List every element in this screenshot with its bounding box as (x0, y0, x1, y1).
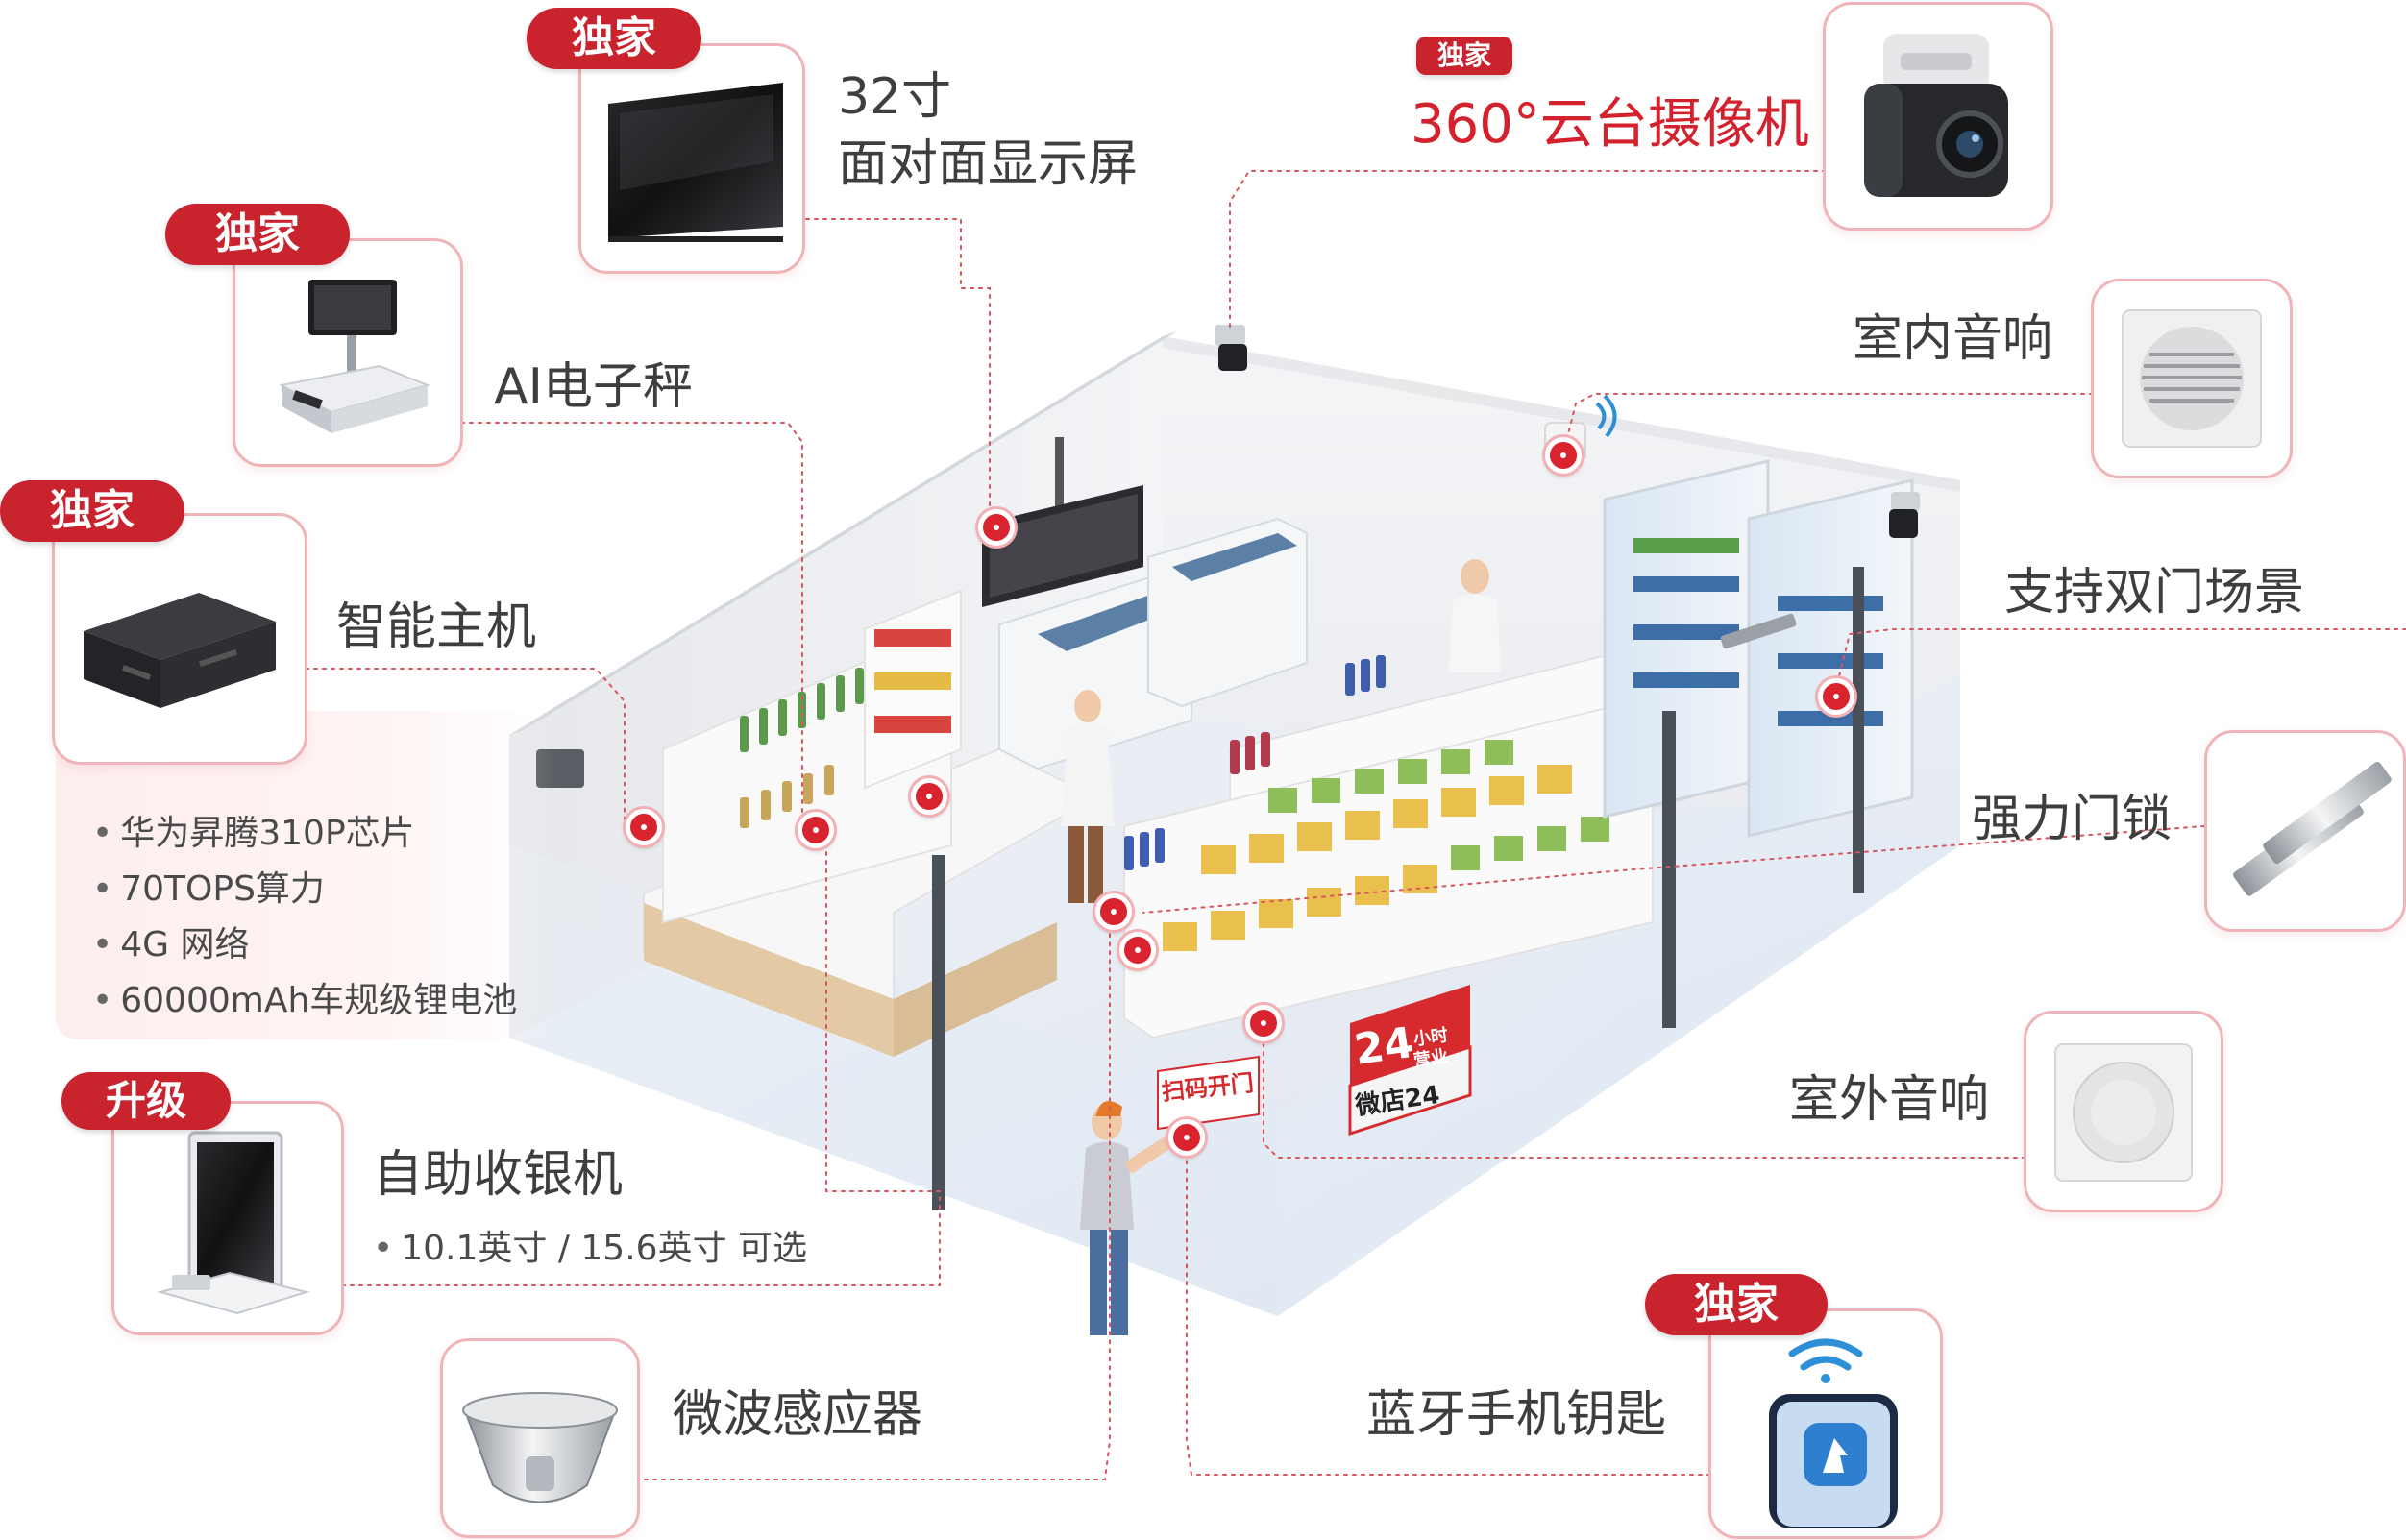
bluetooth-phone-icon (1769, 1338, 1898, 1528)
display-label-line1: 32寸 (838, 68, 952, 126)
host-box-icon (84, 593, 276, 708)
pos-label: 自助收银机 (373, 1146, 624, 1204)
door-lock-label: 强力门锁 (1972, 791, 2173, 848)
door-lock-card[interactable] (2204, 730, 2406, 932)
host-label: 智能主机 (336, 599, 537, 656)
host-spec-1: •华为昇腾310P芯片 (92, 814, 415, 853)
microwave-card[interactable] (440, 1338, 640, 1538)
indoor-speaker-icon (2122, 309, 2262, 448)
pos-badge: 升级 (61, 1072, 231, 1130)
camera-badge: 独家 (1416, 37, 1512, 75)
sign-24-text1: 小时 (1412, 1025, 1450, 1050)
connector-lines (305, 170, 2406, 1480)
host-card[interactable] (52, 513, 307, 765)
sign-24-text2: 营业 (1412, 1045, 1450, 1071)
host-spec-3: •4G 网络 (92, 925, 250, 965)
bluetooth-label: 蓝牙手机钥匙 (1366, 1386, 1667, 1444)
scale-badge: 独家 (165, 204, 350, 265)
hotspot-outdoor-speaker[interactable] (1245, 1005, 1282, 1041)
microwave-sensor-icon (462, 1392, 618, 1503)
hotspot-microwave[interactable] (1095, 893, 1132, 930)
ai-scale-icon (279, 280, 431, 433)
camera-label: 360°云台摄像机 (1411, 93, 1809, 156)
outdoor-speaker-label: 室外音响 (1789, 1071, 1990, 1129)
display-label-line2: 面对面显示屏 (838, 135, 1139, 193)
host-badge: 独家 (0, 480, 184, 542)
display-card[interactable] (578, 43, 805, 274)
host-spec-2: •70TOPS算力 (92, 869, 325, 909)
hotspot-camera[interactable] (1545, 437, 1582, 474)
hotspot-bluetooth[interactable] (1168, 1119, 1205, 1156)
microwave-label: 微波感应器 (673, 1386, 923, 1444)
sign-24-number: 24 (1351, 1018, 1416, 1075)
tv-display-icon (608, 83, 783, 242)
door-lock-icon (2233, 761, 2392, 896)
pos-kiosk-icon (157, 1131, 310, 1315)
camera-card[interactable] (1823, 2, 2053, 231)
bluetooth-card[interactable] (1708, 1308, 1943, 1539)
hotspot-scale[interactable] (798, 812, 834, 848)
indoor-speaker-label: 室内音响 (1853, 310, 2053, 368)
scale-label: AI电子秤 (494, 358, 693, 416)
hotspot-door-lock[interactable] (1119, 932, 1156, 968)
hotspot-display[interactable] (978, 509, 1015, 546)
pos-card[interactable] (111, 1101, 344, 1335)
display-badge: 独家 (527, 8, 701, 69)
scale-card[interactable] (233, 238, 463, 467)
host-specs-panel (56, 711, 555, 1039)
double-door-label: 支持双门场景 (2004, 564, 2305, 622)
pos-spec: •10.1英寸 / 15.6英寸 可选 (373, 1229, 808, 1268)
host-spec-4: •60000mAh车规级锂电池 (92, 981, 518, 1020)
outdoor-speaker-card[interactable] (2024, 1011, 2223, 1212)
ptz-camera-icon (1864, 34, 2008, 197)
indoor-speaker-card[interactable] (2091, 279, 2293, 478)
hotspot-host[interactable] (626, 809, 662, 845)
bluetooth-badge: 独家 (1645, 1274, 1828, 1335)
hotspot-double-door[interactable] (1818, 678, 1854, 715)
hotspot-pos[interactable] (911, 778, 947, 815)
outdoor-speaker-icon (2054, 1043, 2193, 1182)
